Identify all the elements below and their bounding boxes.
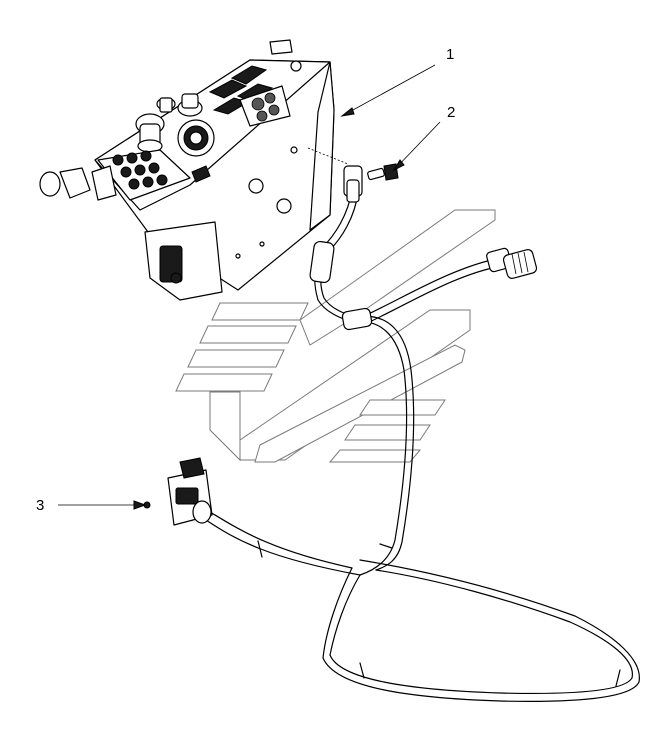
leader-lines [58,64,441,510]
leader-arrow-1 [340,107,355,117]
control-console [39,39,335,301]
bolt [367,163,399,181]
leader-line-1 [341,64,436,117]
connector [143,457,213,526]
callout-1: 1 [446,46,454,63]
leader-arrow-3 [133,500,147,510]
wiring-harness [205,165,640,702]
callout-2: 2 [447,104,455,121]
leader-arrow-2 [392,159,405,172]
callout-3: 3 [36,497,44,514]
hidden-line [307,147,349,165]
